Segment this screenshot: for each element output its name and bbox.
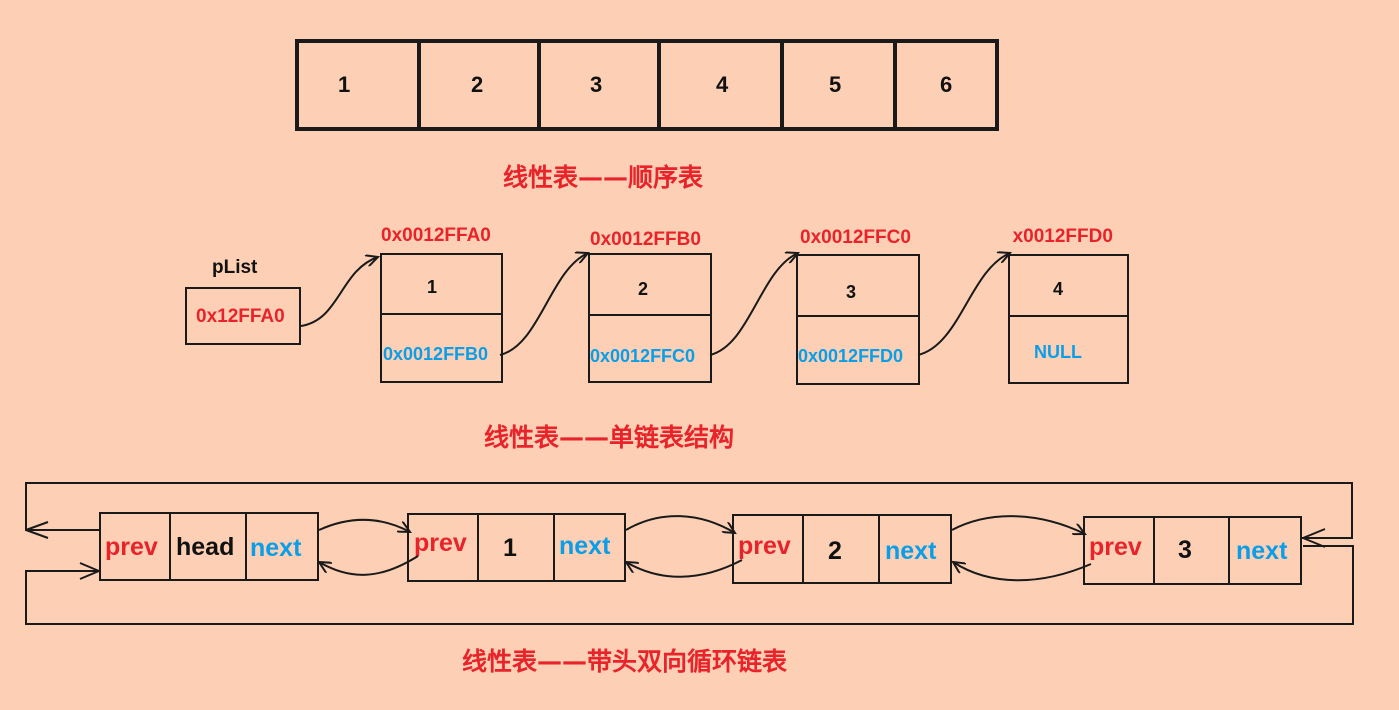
node-data: 3 [846, 282, 857, 302]
array-divider [657, 39, 661, 131]
node-address: 0x0012FFB0 [590, 229, 701, 250]
array-cell-value: 4 [716, 72, 729, 97]
plist-value: 0x12FFA0 [196, 306, 285, 327]
singly-caption: 线性表——单链表结构 [484, 423, 735, 452]
node-divider [588, 314, 712, 316]
backward-arrow [319, 555, 419, 576]
node-data: 2 [638, 279, 649, 299]
node-divider [169, 512, 171, 581]
sequential-caption: 线性表——顺序表 [503, 163, 704, 192]
array-cell-value: 5 [829, 72, 842, 97]
node-divider [878, 514, 880, 584]
doubly-node [732, 514, 952, 584]
prev-field: prev [105, 533, 158, 561]
next-field: next [250, 534, 302, 562]
singly-node [380, 253, 503, 383]
node-divider [796, 315, 920, 317]
backward-arrow [626, 559, 743, 578]
node-divider [802, 514, 804, 584]
circular-next-loop [25, 482, 1353, 539]
next-field: next [885, 537, 937, 565]
node-divider [1228, 516, 1230, 585]
next-field: next [1236, 537, 1288, 565]
forward-arrow [625, 515, 735, 533]
array-cell-value: 3 [590, 72, 603, 97]
node-divider [553, 513, 555, 582]
node-divider [1153, 516, 1155, 585]
next-arrow [709, 253, 798, 356]
singly-node [1008, 254, 1129, 384]
sequential-array [295, 39, 999, 131]
head-data-field: head [176, 533, 235, 561]
node-data-field: 2 [828, 537, 842, 565]
array-cell-value: 1 [338, 72, 351, 97]
array-divider [417, 39, 421, 131]
node-next-null: NULL [1034, 342, 1082, 362]
node-next-pointer: 0x0012FFD0 [798, 346, 904, 366]
next-arrow [917, 253, 1010, 356]
backward-arrow [953, 562, 1092, 582]
array-cell-value: 6 [940, 72, 953, 97]
next-field: next [559, 532, 611, 560]
forward-arrow [951, 515, 1085, 534]
node-data: 4 [1053, 279, 1064, 299]
node-data: 1 [427, 277, 438, 297]
node-divider [1008, 315, 1129, 317]
singly-node [588, 253, 712, 383]
node-data-field: 3 [1178, 536, 1192, 564]
circular-prev-loop [25, 545, 1354, 625]
forward-arrow [318, 518, 410, 532]
node-data-field: 1 [503, 534, 517, 562]
prev-field: prev [738, 532, 791, 560]
next-arrow [499, 253, 588, 356]
node-next-pointer: 0x0012FFC0 [590, 346, 696, 366]
array-divider [780, 39, 784, 131]
doubly-caption: 线性表——带头双向循环链表 [462, 647, 788, 676]
doubly-node [1083, 516, 1302, 585]
node-address: 0x0012FFA0 [381, 225, 491, 246]
doubly-node-head [99, 512, 319, 581]
node-next-pointer: 0x0012FFB0 [383, 344, 489, 364]
array-divider [893, 39, 897, 131]
array-cell-value: 2 [471, 72, 484, 97]
plist-label: pList [212, 257, 258, 278]
node-divider [380, 313, 503, 315]
node-divider [477, 513, 479, 582]
node-divider [245, 512, 247, 581]
plist-arrow [300, 257, 378, 327]
singly-node [796, 254, 920, 385]
prev-field: prev [414, 529, 467, 557]
node-address: 0x0012FFC0 [800, 227, 911, 248]
doubly-node [407, 513, 626, 582]
prev-field: prev [1089, 533, 1142, 561]
array-divider [537, 39, 541, 131]
node-address: 0x0012FFD0 [1012, 226, 1113, 247]
node-address-clip: 0x0012FFD0 [1012, 226, 1142, 252]
plist-pointer-box [185, 287, 301, 345]
